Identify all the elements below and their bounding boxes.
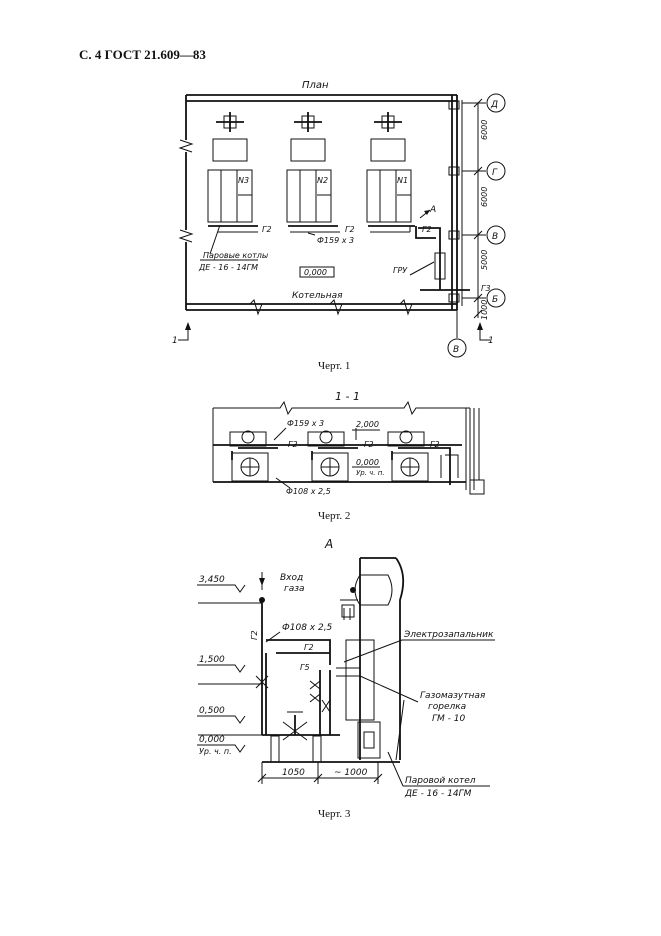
dim-1050: 1050 <box>282 768 305 778</box>
plan-boiler-label-1: Паровые котлы <box>203 251 268 260</box>
sect-pipe-label-3: Г2 <box>430 440 440 449</box>
sect-pipe-label-1: Г2 <box>288 440 298 449</box>
dim-5000: 5000 <box>480 250 489 270</box>
section-mark-right: 1 <box>488 336 494 346</box>
level-0500: 0,500 <box>199 706 225 716</box>
axis-d: Д <box>490 100 498 110</box>
plan-pipe-g3: Г3 <box>481 284 491 293</box>
level-3450: 3,450 <box>199 575 225 585</box>
sect-level-note: Ур. ч. п. <box>356 469 385 477</box>
caption-figure-1: Черт. 1 <box>318 360 351 372</box>
plan-diameter: Ф159 х 3 <box>317 236 354 245</box>
sect-pipe-label-2: Г2 <box>364 440 374 449</box>
plan-pipe-label-1: Г2 <box>262 225 272 234</box>
dim-6000-1: 6000 <box>480 120 489 140</box>
plan-title: План <box>302 80 329 91</box>
level-0000: 0,000 <box>199 735 225 745</box>
caption-figure-2: Черт. 2 <box>318 510 351 522</box>
view-diameter: Ф108 х 2,5 <box>282 623 333 633</box>
level-note: Ур. ч. п. <box>199 747 232 756</box>
boiler-n3: N3 <box>207 112 253 223</box>
boiler-n1-label: N1 <box>397 176 408 185</box>
caption-figure-3: Черт. 3 <box>318 808 351 820</box>
boiler-n2-label: N2 <box>317 176 328 185</box>
burner-label-3: ГМ - 10 <box>432 714 465 724</box>
sect-diam-bottom: Ф108 х 2,5 <box>286 487 331 496</box>
section-title: 1 - 1 <box>335 390 360 403</box>
dim-1000: ~ 1000 <box>334 768 368 778</box>
boiler-n2: N2 <box>286 112 332 223</box>
gru-unit <box>434 252 446 280</box>
axis-g: Г <box>492 168 498 178</box>
gas-inlet-1: Вход <box>280 573 303 583</box>
sect-diam-top: Ф159 х 3 <box>287 419 324 428</box>
view-title: А <box>324 537 333 551</box>
boiler-n1: N1 <box>366 112 412 223</box>
plan-view-a: А <box>429 205 436 215</box>
axis-b: Б <box>492 295 498 305</box>
pipe-g2-vertical: Г2 <box>250 630 259 640</box>
figure-3-view: А 3,450 1,500 0,500 0,000 Ур. ч. п. Вход… <box>197 537 495 799</box>
gas-inlet-2: газа <box>284 584 305 594</box>
level-1500: 1,500 <box>199 655 225 665</box>
plan-boiler-label-2: ДЕ - 16 - 14ГМ <box>198 263 258 272</box>
boiler-label-2: ДЕ - 16 - 14ГМ <box>404 789 472 799</box>
plan-gru-label: ГРУ <box>393 266 408 275</box>
dim-6000-2: 6000 <box>480 187 489 207</box>
sect-level-bottom: 0,000 <box>356 458 379 467</box>
boiler-label-1: Паровой котел <box>405 776 476 786</box>
dim-1000: 1000 <box>480 300 489 320</box>
section-mark-left: 1 <box>172 336 178 346</box>
plan-room: Котельная <box>292 291 343 301</box>
axis-v-bottom: В <box>453 345 459 355</box>
plan-pipe-label-3: Г2 <box>422 225 432 234</box>
figure-2-section: 1 - 1 Г2 Г2 Г2 Ф159 х 3 2,000 0,000 Ур. … <box>212 390 485 496</box>
burner-label-1: Газомазутная <box>420 691 486 701</box>
burner-label-2: горелка <box>428 702 466 712</box>
pipe-g5: Г5 <box>300 663 310 672</box>
igniter-label: Электрозапальник <box>403 630 494 640</box>
pipe-g2-horizontal: Г2 <box>304 643 314 652</box>
axis-v: В <box>492 232 498 242</box>
figure-1-plan: План N3 N2 <box>172 80 506 358</box>
sect-level-top: 2,000 <box>356 420 379 429</box>
plan-pipe-label-2: Г2 <box>345 225 355 234</box>
page-header: С. 4 ГОСТ 21.609—83 <box>79 47 206 62</box>
plan-level: 0,000 <box>304 268 327 277</box>
boiler-n3-label: N3 <box>238 176 249 185</box>
